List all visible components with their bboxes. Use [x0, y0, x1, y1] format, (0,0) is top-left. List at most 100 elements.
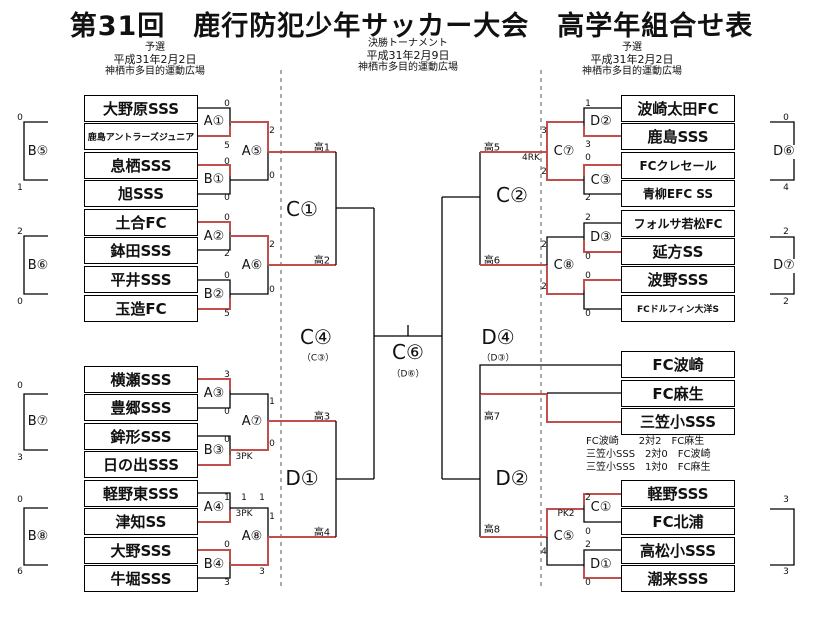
- team-left-9: 横瀬SSS: [84, 366, 198, 393]
- score: 0: [783, 113, 789, 123]
- score: 3PK: [235, 452, 253, 462]
- match-label-A3: A③: [203, 386, 225, 401]
- match-label-B3: B③: [203, 443, 225, 458]
- match-label-B7: B⑦: [27, 414, 49, 429]
- team-right-7: 波野SSS: [621, 266, 735, 293]
- header-left: 予選 平成31年2月2日 神栖市多目的運動広場: [90, 42, 220, 78]
- team-left-12: 日の出SSS: [84, 451, 198, 478]
- score: 0: [269, 171, 275, 181]
- match-label-B1: B①: [203, 172, 225, 187]
- score: 2: [783, 227, 789, 237]
- score: 2: [541, 167, 547, 177]
- score: 0: [585, 309, 591, 319]
- team-left-13: 軽野東SSS: [84, 480, 198, 507]
- score: 0: [224, 213, 230, 223]
- match-label-C1: C①: [590, 500, 612, 515]
- place-k7: 高7: [483, 411, 501, 423]
- score: 0: [585, 527, 591, 537]
- league-result-1: FC波崎 2対2 FC麻生: [586, 436, 705, 447]
- league-result-2: 三笠小SSS 2対0 FC波崎: [586, 449, 711, 460]
- score: 3: [224, 370, 230, 380]
- score: 1: [269, 512, 275, 522]
- header-center-line2: 平成31年2月9日: [366, 49, 450, 62]
- score: 0: [224, 540, 230, 550]
- team-right-9: FC波崎: [621, 351, 735, 378]
- score: 2: [269, 126, 275, 136]
- score: 2: [585, 540, 591, 550]
- score: 3: [783, 567, 789, 577]
- team-right-8: FCドルフィン大洋S: [621, 295, 735, 322]
- place-k4: 高4: [313, 527, 331, 539]
- team-left-1: 大野原SSS: [84, 95, 198, 122]
- match-label-B6: B⑥: [27, 258, 49, 273]
- match-label-A5: A⑤: [241, 144, 263, 159]
- team-left-8: 玉造FC: [84, 295, 198, 322]
- match-label-C8: C⑧: [553, 258, 575, 273]
- header-right-line3: 神栖市多目的運動広場: [582, 66, 682, 77]
- team-left-16: 牛堀SSS: [84, 565, 198, 592]
- team-right-10: FC麻生: [621, 380, 735, 407]
- knockout-sub-D3: （D③）: [481, 353, 515, 364]
- score: 0: [585, 252, 591, 262]
- header-left-line2: 平成31年2月2日: [113, 53, 197, 66]
- score: 0: [224, 193, 230, 203]
- team-left-15: 大野SSS: [84, 537, 198, 564]
- match-label-C3: C③: [590, 173, 612, 188]
- header-center-line1: 決勝トーナメント: [368, 38, 448, 49]
- knockout-label-D1: D①: [285, 466, 319, 490]
- score: 0: [224, 407, 230, 417]
- score: 0: [585, 578, 591, 588]
- place-k8: 高8: [483, 524, 501, 536]
- score: 2: [541, 240, 547, 250]
- match-label-C5: C⑤: [553, 529, 575, 544]
- league-result-3: 三笠小SSS 1対0 FC麻生: [586, 462, 711, 473]
- team-right-5: フォルサ若松FC: [621, 210, 735, 237]
- score: 1: [269, 397, 275, 407]
- score: 0: [224, 271, 230, 281]
- team-right-6: 延方SS: [621, 238, 735, 265]
- score: 2: [224, 249, 230, 259]
- knockout-label-D2: D②: [495, 466, 529, 490]
- header-right-line1: 予選: [622, 42, 642, 53]
- knockout-sub-C3: （C③）: [301, 353, 335, 364]
- score: 0: [585, 153, 591, 163]
- knockout-label-C2: C②: [496, 183, 528, 207]
- score: 2: [783, 297, 789, 307]
- match-label-D3: D③: [590, 230, 612, 245]
- team-right-13: FC北浦: [621, 508, 735, 535]
- score: PK2: [557, 509, 575, 519]
- team-left-5: 土合FC: [84, 209, 198, 236]
- score: 6: [17, 567, 23, 577]
- score: 0: [224, 157, 230, 167]
- score: 2: [585, 213, 591, 223]
- match-label-D2: D②: [590, 114, 612, 129]
- score: 2: [269, 240, 275, 250]
- knockout-sub-D6: （D⑥）: [391, 369, 425, 380]
- match-label-A6: A⑥: [241, 258, 263, 273]
- header-left-line1: 予選: [145, 42, 165, 53]
- team-left-2: 鹿島アントラーズジュニア: [84, 123, 198, 150]
- header-right-line2: 平成31年2月2日: [590, 53, 674, 66]
- place-k2: 高2: [313, 255, 331, 267]
- knockout-label-C4: C④: [300, 325, 332, 349]
- team-right-12: 軽野SSS: [621, 480, 735, 507]
- place-k3: 高3: [313, 411, 331, 423]
- knockout-label-C1: C①: [286, 197, 318, 221]
- place-k6: 高6: [483, 255, 501, 267]
- team-right-14: 高松小SSS: [621, 537, 735, 564]
- score: 1: [241, 493, 247, 503]
- match-label-A4: A④: [203, 500, 225, 515]
- score: 0: [224, 99, 230, 109]
- header-center: 決勝トーナメント 平成31年2月9日 神栖市多目的運動広場: [343, 38, 473, 74]
- score: 0: [17, 495, 23, 505]
- team-left-6: 鉢田SSS: [84, 237, 198, 264]
- score: 0: [585, 271, 591, 281]
- team-right-15: 潮来SSS: [621, 565, 735, 592]
- place-k1: 高1: [313, 142, 331, 154]
- team-right-3: FCクレセール: [621, 152, 735, 179]
- match-label-A2: A②: [203, 229, 225, 244]
- team-left-14: 津知SS: [84, 508, 198, 535]
- score: 1: [259, 493, 265, 503]
- score: 0: [17, 381, 23, 391]
- score: 1: [585, 99, 591, 109]
